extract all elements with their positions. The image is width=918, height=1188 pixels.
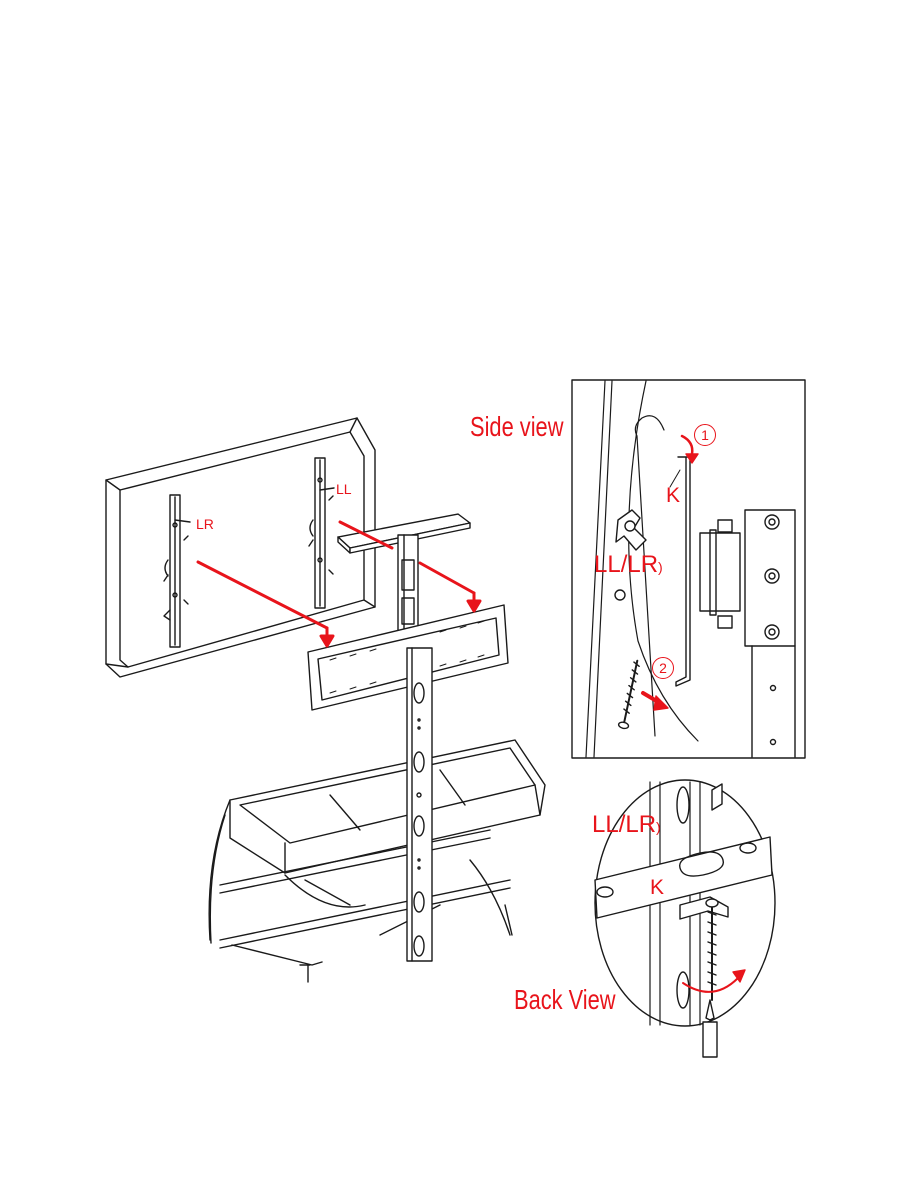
lower-column — [407, 648, 432, 961]
back-view-heading: Back View — [514, 986, 616, 1014]
paren-back: ) — [656, 819, 661, 835]
stand-base — [209, 740, 545, 982]
side-view-heading: Side view — [470, 413, 563, 441]
ll-lr-label-back-text: LL/LR — [592, 811, 656, 838]
paren-side: ) — [658, 559, 663, 575]
k-label-back: K — [650, 877, 664, 898]
tv-panel — [106, 418, 375, 677]
step-2-badge: 2 — [652, 657, 674, 679]
ll-lr-label-side: LL/LR) — [594, 553, 663, 577]
step-1-badge: 1 — [694, 424, 716, 446]
ll-lr-label-back: LL/LR) — [592, 813, 661, 837]
upper-column — [398, 535, 418, 640]
lr-label: LR — [196, 517, 214, 531]
ll-lr-label-side-text: LL/LR — [594, 551, 658, 578]
k-label-side: K — [666, 485, 680, 506]
ll-label: LL — [336, 482, 352, 496]
